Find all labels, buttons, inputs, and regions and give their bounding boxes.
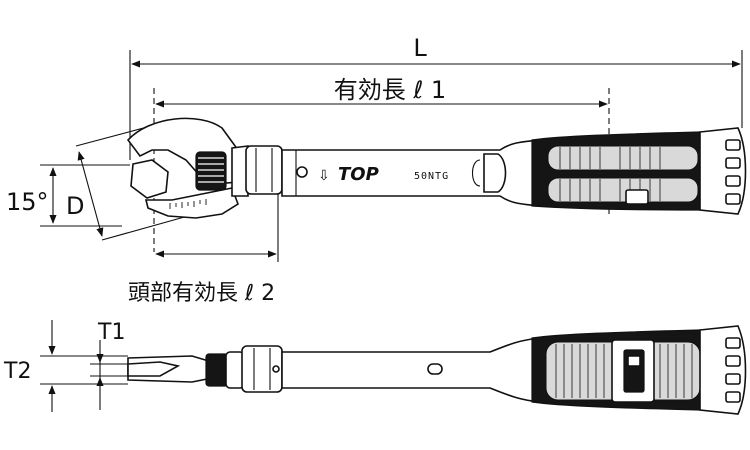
model-marking: 50NTG: [414, 171, 449, 182]
wrench-top-view: ⇩ TOP 50NTG: [126, 117, 747, 219]
overall-length-label: L: [413, 34, 427, 62]
jaw-opening-label: D: [66, 192, 84, 220]
effective-length-1-label: 有効長 ℓ 1: [334, 76, 446, 104]
svg-text:⇩: ⇩: [318, 168, 330, 184]
worm-gear: [195, 151, 227, 191]
angle-label: 15°: [6, 188, 49, 216]
dimension-angle-and-jaw: 15° D: [6, 121, 189, 241]
head-effective-length-2-label: 頭部有効長 ℓ 2: [128, 281, 275, 306]
jaw-opening: [130, 159, 169, 199]
head-collar: [245, 145, 283, 195]
thickness-2-label: T2: [3, 359, 31, 384]
thickness-1-label: T1: [97, 320, 125, 345]
side-shaft: [281, 337, 541, 403]
brand-marking: TOP: [338, 164, 379, 185]
dimension-head-effective-length-2: 頭部有効長 ℓ 2: [128, 170, 279, 306]
wrench-side-view: T1 T2: [3, 320, 747, 415]
